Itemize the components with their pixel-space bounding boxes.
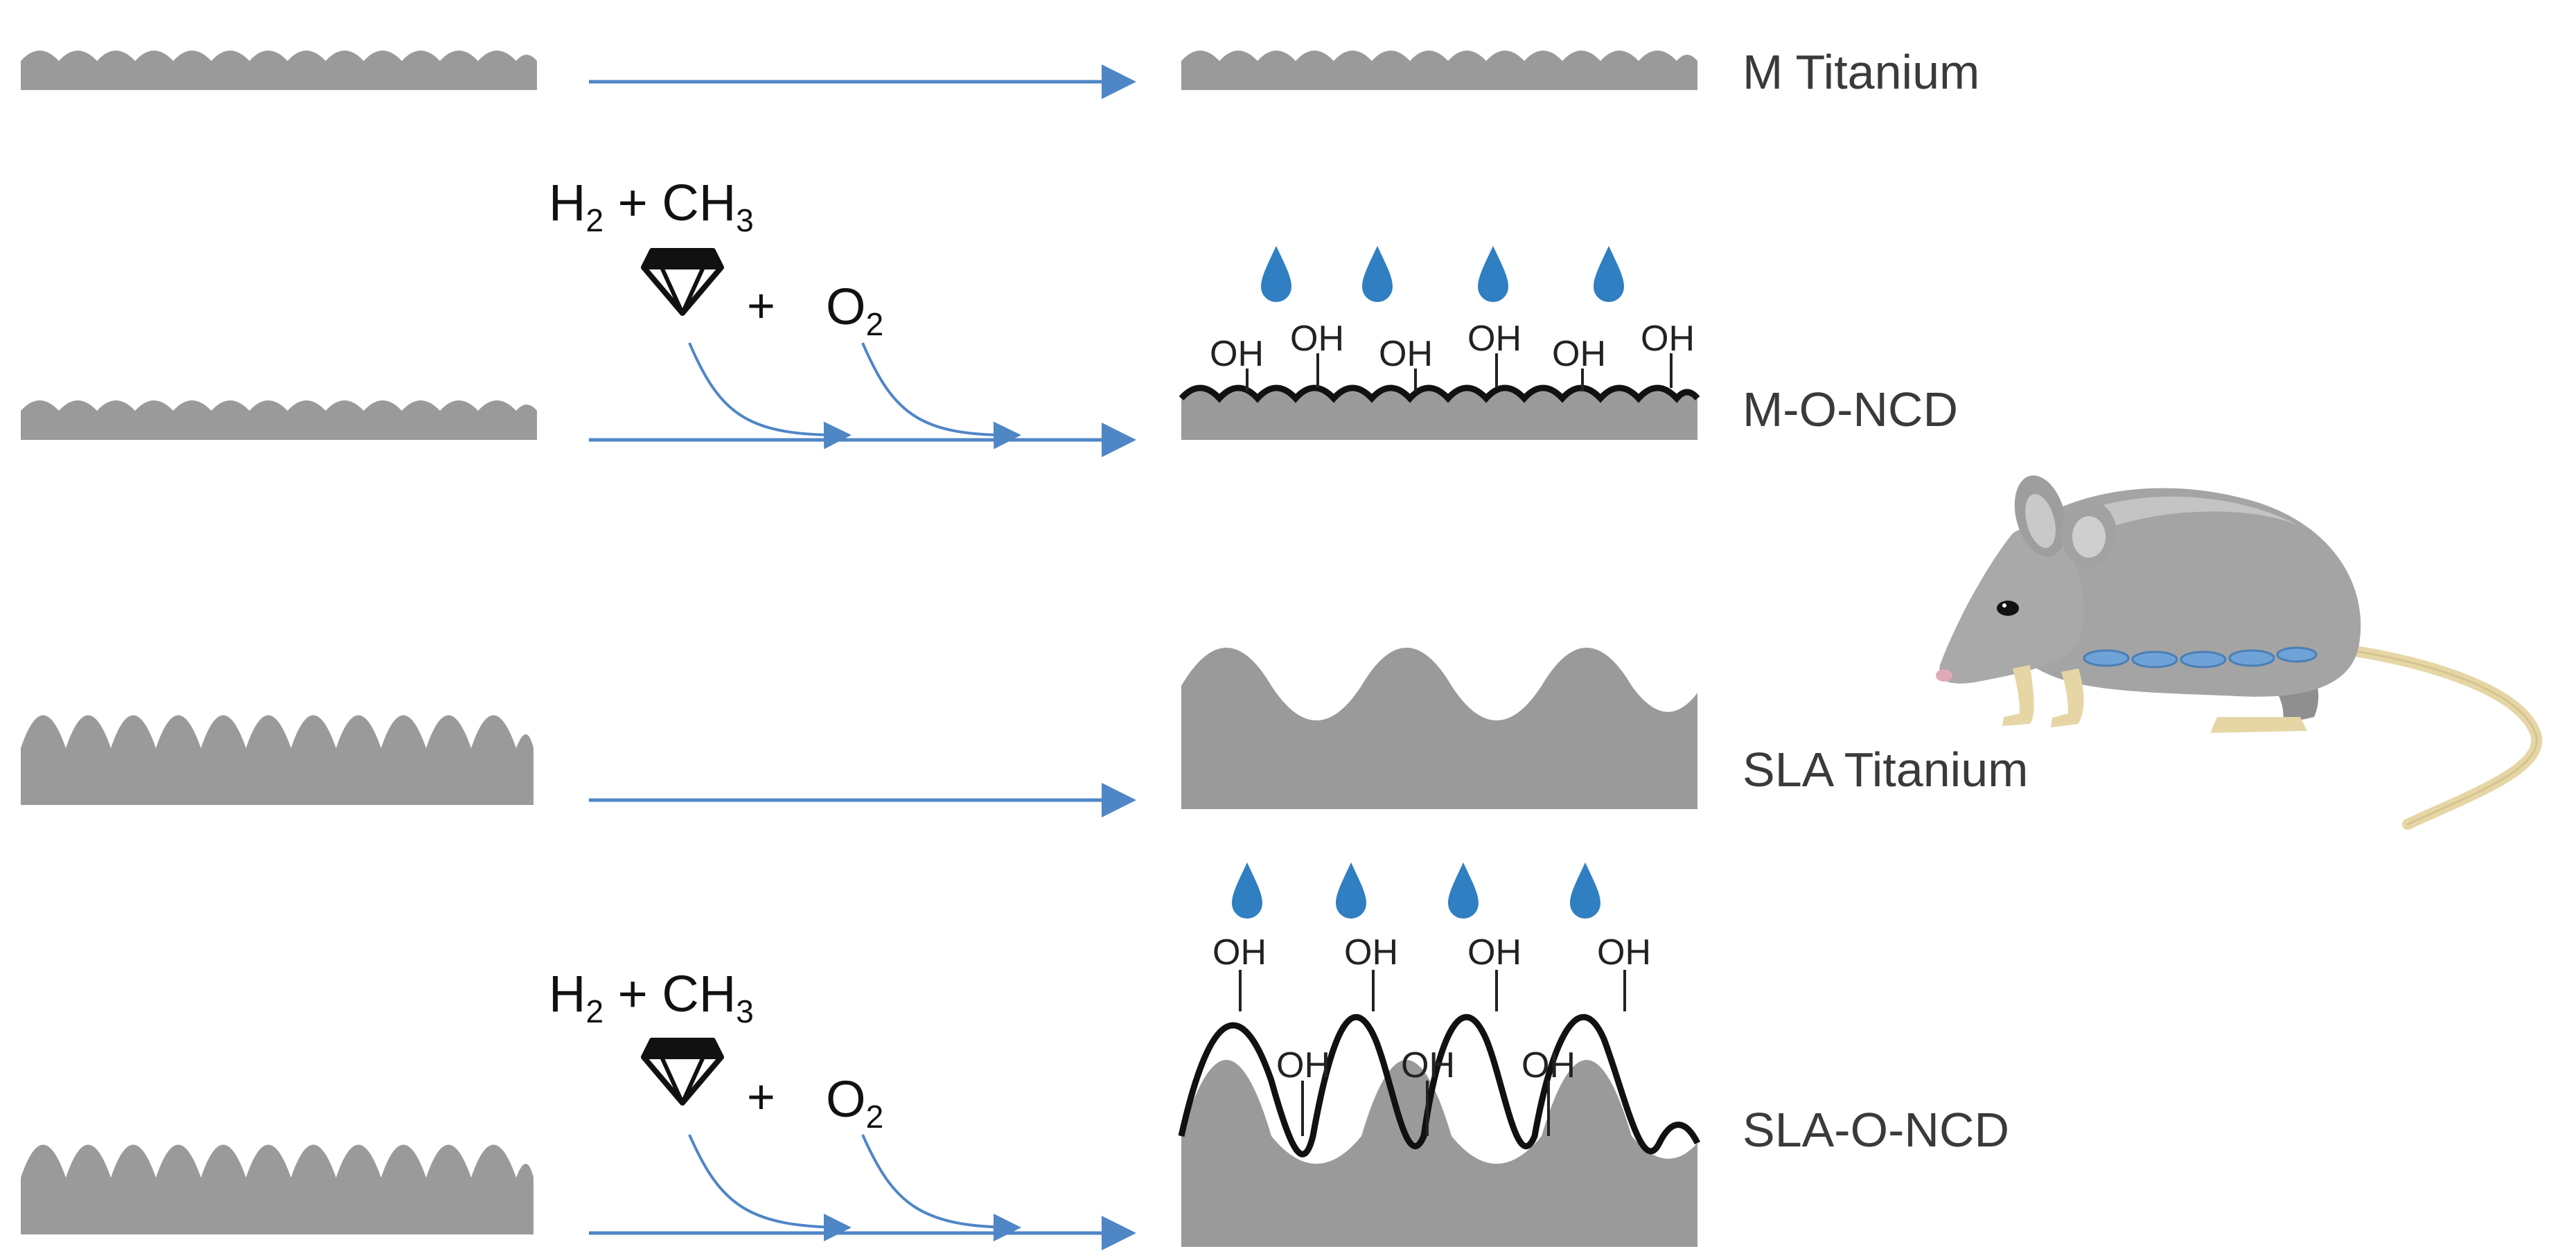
m-titanium-substrate-before [21,51,537,90]
hydroxyl-label: OH [1552,334,1606,374]
gas-mixture-formula: H2 + CH3 [549,174,754,238]
m-o-ncd-substrate [1181,388,1697,440]
oxygen-formula: O2 [826,278,883,342]
hydroxyl-label: OH [1467,932,1521,973]
water-droplet-icon [1232,862,1600,919]
sla-substrate-before-row4 [21,1144,533,1234]
m-titanium-substrate-after [1181,51,1697,90]
row-label: SLA-O-NCD [1743,1103,2009,1157]
hydroxyl-label: OH [1401,1045,1455,1086]
hydroxyl-label: OH [1276,1045,1330,1086]
diamond-feed-curve [688,342,852,450]
hydroxyl-label: OH [1641,319,1695,359]
gas-mixture-formula: H2 + CH3 [549,965,754,1029]
hydroxyl-label: OH [1290,319,1344,359]
ncd-coating-line [1179,384,1700,403]
row-label: SLA Titanium [1743,743,2028,797]
ncd-coating-line [1178,1013,1701,1158]
plus-sign: + [747,1070,775,1124]
sla-titanium-substrate-after [1181,648,1697,809]
row-label: M Titanium [1743,45,1979,99]
diamond-feed-curve [688,1134,852,1241]
hydroxyl-groups-row2 [1246,353,1673,391]
oxygen-formula: O2 [826,1070,883,1135]
water-droplet-icon [1261,246,1624,302]
mouse-illustration [1936,475,2543,830]
hydroxyl-label: OH [1344,932,1398,973]
hydroxyl-label: OH [1212,932,1267,973]
hydroxyl-groups-row4 [1239,970,1626,1136]
hydroxyl-label: OH [1521,1045,1576,1086]
oxygen-feed-curve [861,342,1021,450]
row-label: M-O-NCD [1743,382,1958,436]
diamond-icon [641,1038,724,1106]
oxygen-feed-curve [861,1134,1021,1241]
hydroxyl-label: OH [1467,319,1521,359]
sla-titanium-substrate-before [21,715,533,805]
sla-o-ncd-substrate [1181,1060,1697,1247]
diamond-icon [641,248,724,316]
hydroxyl-label: OH [1210,334,1264,374]
plus-sign: + [747,278,775,333]
hydroxyl-label: OH [1379,334,1433,374]
m-substrate-before-row2 [21,400,537,440]
hydroxyl-label: OH [1597,932,1651,973]
